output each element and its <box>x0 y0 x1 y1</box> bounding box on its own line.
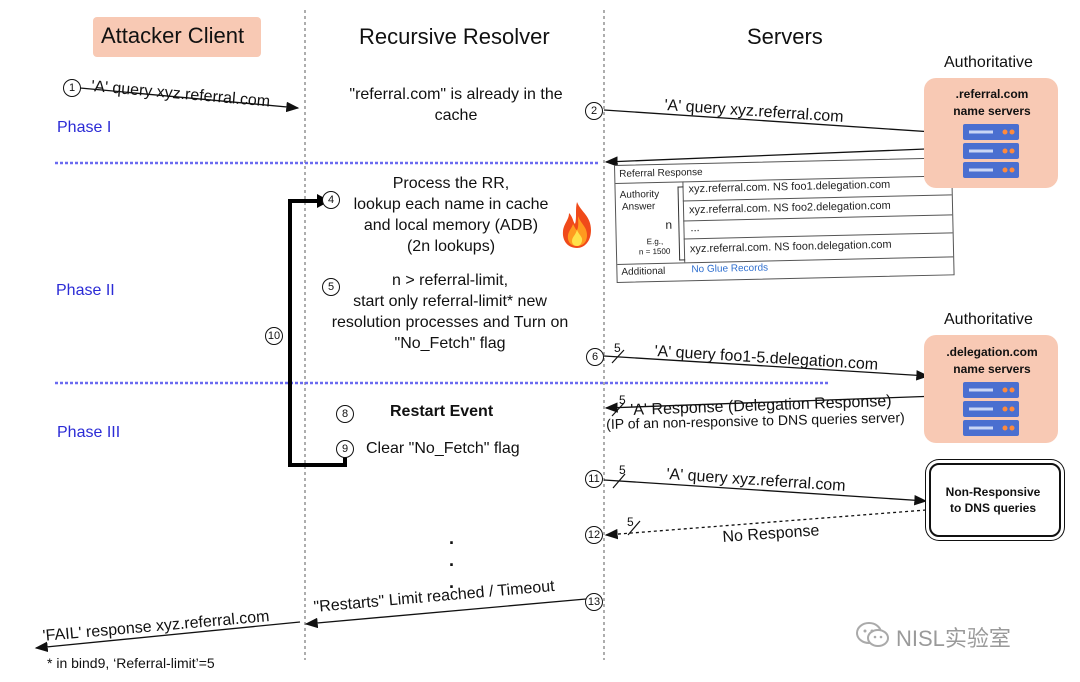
rr-n-label: n <box>665 217 673 232</box>
rr-glue: No Glue Records <box>691 262 769 276</box>
step-13-marker: 13 <box>585 593 603 611</box>
rr-answer-label: Answer <box>621 201 656 213</box>
cache-note: "referral.com" is already in the cache <box>349 86 563 124</box>
phase-1-label: Phase I <box>57 119 112 136</box>
count-5-msg6: 5 <box>614 341 621 355</box>
rr-record-2: xyz.referral.com. NS foo2.delegation.com <box>688 199 891 217</box>
wechat-icon <box>856 622 889 647</box>
step-8-marker: 8 <box>336 405 354 423</box>
step-10-marker: 10 <box>265 327 283 345</box>
rr-eg-n: n = 1500 <box>638 246 671 257</box>
recursive-resolver-header: Recursive Resolver <box>359 24 550 49</box>
ellipsis-dot: . <box>449 528 455 548</box>
step-4-text: Process the RR, lookup each name in cach… <box>353 175 549 255</box>
attacker-client-header-box <box>93 17 261 57</box>
rr-title: Referral Response <box>619 166 703 180</box>
servers-header: Servers <box>747 24 823 49</box>
rr-eg: E.g., <box>646 236 664 247</box>
server-icon <box>963 382 1019 436</box>
step-9-marker: 9 <box>336 440 354 458</box>
auth-2-title: Authoritative <box>944 311 1033 328</box>
rr-additional-label: Additional <box>621 265 666 278</box>
rr-authority-label: Authority <box>619 188 660 201</box>
ellipsis-dot: . <box>449 550 455 570</box>
non-responsive-server-box <box>929 463 1061 537</box>
rr-record-ellipsis: ... <box>690 222 700 235</box>
footnote: * in bind9, ‘Referral-limit’=5 <box>47 655 215 671</box>
non-responsive-label: Non-Responsive to DNS queries <box>945 485 1041 515</box>
count-5-msg12: 5 <box>627 515 634 529</box>
ellipsis-dot: . <box>449 572 455 592</box>
step-6-marker: 6 <box>586 348 604 366</box>
auth-2-name: .delegation.com name servers <box>946 345 1038 376</box>
fire-icon <box>562 202 591 248</box>
step-4-marker: 4 <box>322 191 340 209</box>
step-5-marker: 5 <box>322 278 340 296</box>
step-9-text: Clear "No_Fetch" flag <box>366 440 520 457</box>
count-5-msg11: 5 <box>619 463 626 477</box>
attacker-client-header: Attacker Client <box>101 23 245 48</box>
server-icon <box>963 124 1019 178</box>
referral-response-table: Referral Response Authority Answer n E.g… <box>614 157 955 283</box>
auth-1-title: Authoritative <box>944 54 1033 71</box>
step-1-marker: 1 <box>63 79 81 97</box>
step-8-text: Restart Event <box>390 403 494 420</box>
phase-3-label: Phase III <box>57 424 121 441</box>
phase-2-label: Phase II <box>56 282 115 299</box>
count-5-msg7: 5 <box>619 393 626 407</box>
step-5-text: n > referral-limit, start only referral-… <box>331 272 569 352</box>
rr-record-n: xyz.referral.com. NS foon.delegation.com <box>689 238 892 256</box>
step-2-marker: 2 <box>585 102 603 120</box>
watermark: NISL实验室 <box>896 626 1011 651</box>
step-12-marker: 12 <box>585 526 603 544</box>
auth-1-name: .referral.com name servers <box>953 87 1031 118</box>
step-11-marker: 11 <box>585 470 603 488</box>
